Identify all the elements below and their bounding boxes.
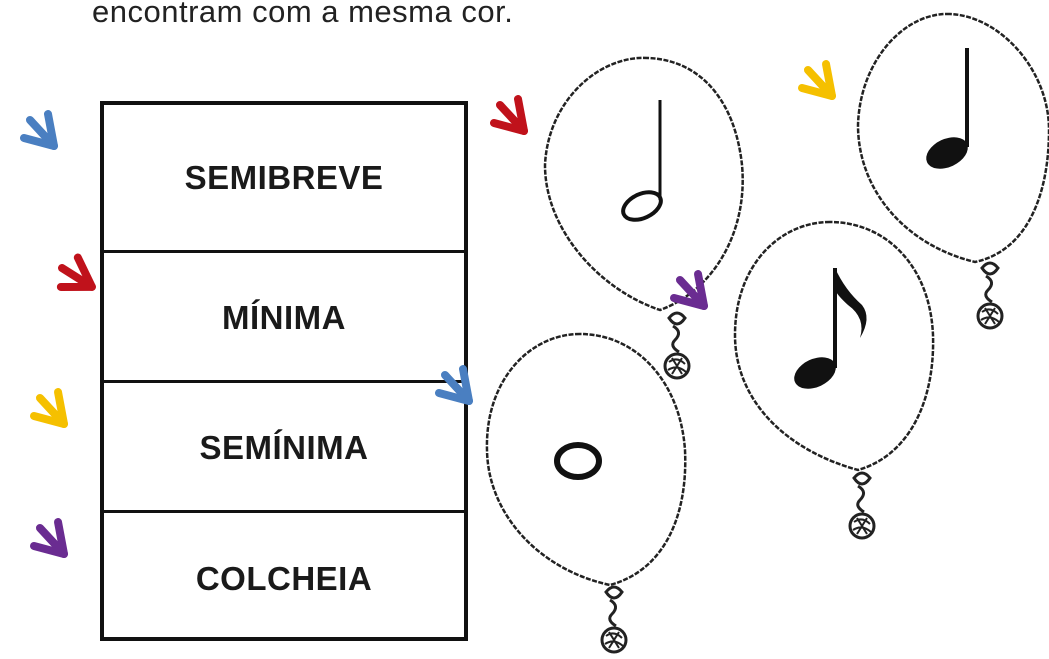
arrow-red-minima-row [55, 256, 92, 295]
note-names-table: SEMIBREVE MÍNIMA SEMÍNIMA COLCHEIA [100, 101, 468, 641]
table-cell-seminima: SEMÍNIMA [104, 380, 464, 513]
cell-label: COLCHEIA [195, 559, 373, 597]
balloon-semibreve [485, 332, 687, 654]
instruction-text: encontram com a mesma cor. [92, 0, 514, 29]
cell-label: MÍNIMA [222, 299, 346, 336]
seminima-note-icon [926, 48, 969, 169]
table-cell-semibreve: SEMIBREVE [104, 105, 464, 250]
arrow-blue-semibreve-row [24, 114, 54, 146]
arrow-yellow-seminima-row [34, 392, 64, 424]
arrow-yellow-seminima-balloon [802, 64, 832, 96]
table-cell-minima: MÍNIMA [104, 250, 464, 383]
cell-label: SEMIBREVE [184, 158, 384, 196]
balloon-minima [543, 56, 744, 380]
arrow-blue-semibreve-balloon [439, 369, 469, 401]
minima-note-icon [621, 100, 663, 222]
table-cell-colcheia: COLCHEIA [104, 510, 464, 644]
balloon-seminima [856, 12, 1049, 330]
cell-label: SEMÍNIMA [199, 429, 369, 466]
colcheia-note-icon [794, 268, 867, 389]
arrow-purple-colcheia-row [34, 522, 64, 554]
arrow-red-minima-balloon [494, 99, 524, 131]
semibreve-note-icon [554, 442, 602, 480]
balloon-colcheia [733, 220, 935, 540]
